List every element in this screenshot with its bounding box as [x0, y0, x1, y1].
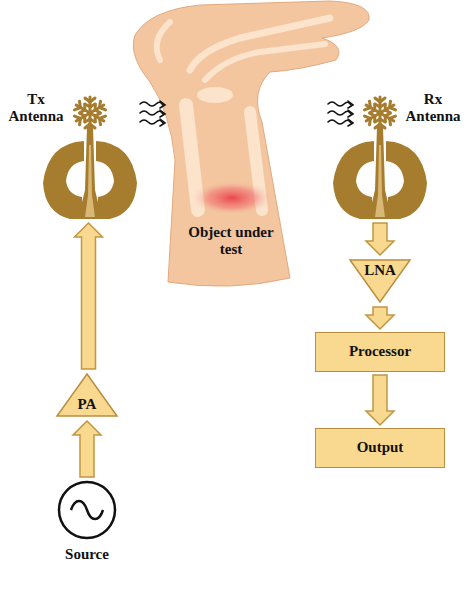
power-amplifier: PA — [55, 372, 119, 418]
signal-arrow — [366, 223, 394, 255]
tx-antenna: Tx Antenna — [40, 95, 140, 220]
signal-arrow — [73, 421, 101, 477]
block-label: Output — [357, 439, 404, 456]
signal-arrow — [366, 307, 394, 329]
low-noise-amplifier: LNA — [348, 258, 412, 304]
signal-arrow — [75, 223, 103, 369]
antenna-label: Tx Antenna — [4, 91, 68, 126]
source-symbol — [57, 480, 117, 540]
block-label: LNA — [364, 262, 396, 279]
signal-source: Source — [57, 480, 117, 540]
process-box: Output — [315, 428, 445, 468]
block-label: PA — [78, 396, 97, 413]
block-label: Processor — [349, 343, 411, 360]
process-box: Processor — [315, 332, 445, 372]
object-label: Object under test — [186, 224, 276, 259]
rx-antenna: Rx Antenna — [330, 95, 430, 220]
source-label: Source — [27, 546, 147, 563]
signal-arrow — [366, 375, 394, 425]
antenna-label: Rx Antenna — [402, 91, 464, 126]
